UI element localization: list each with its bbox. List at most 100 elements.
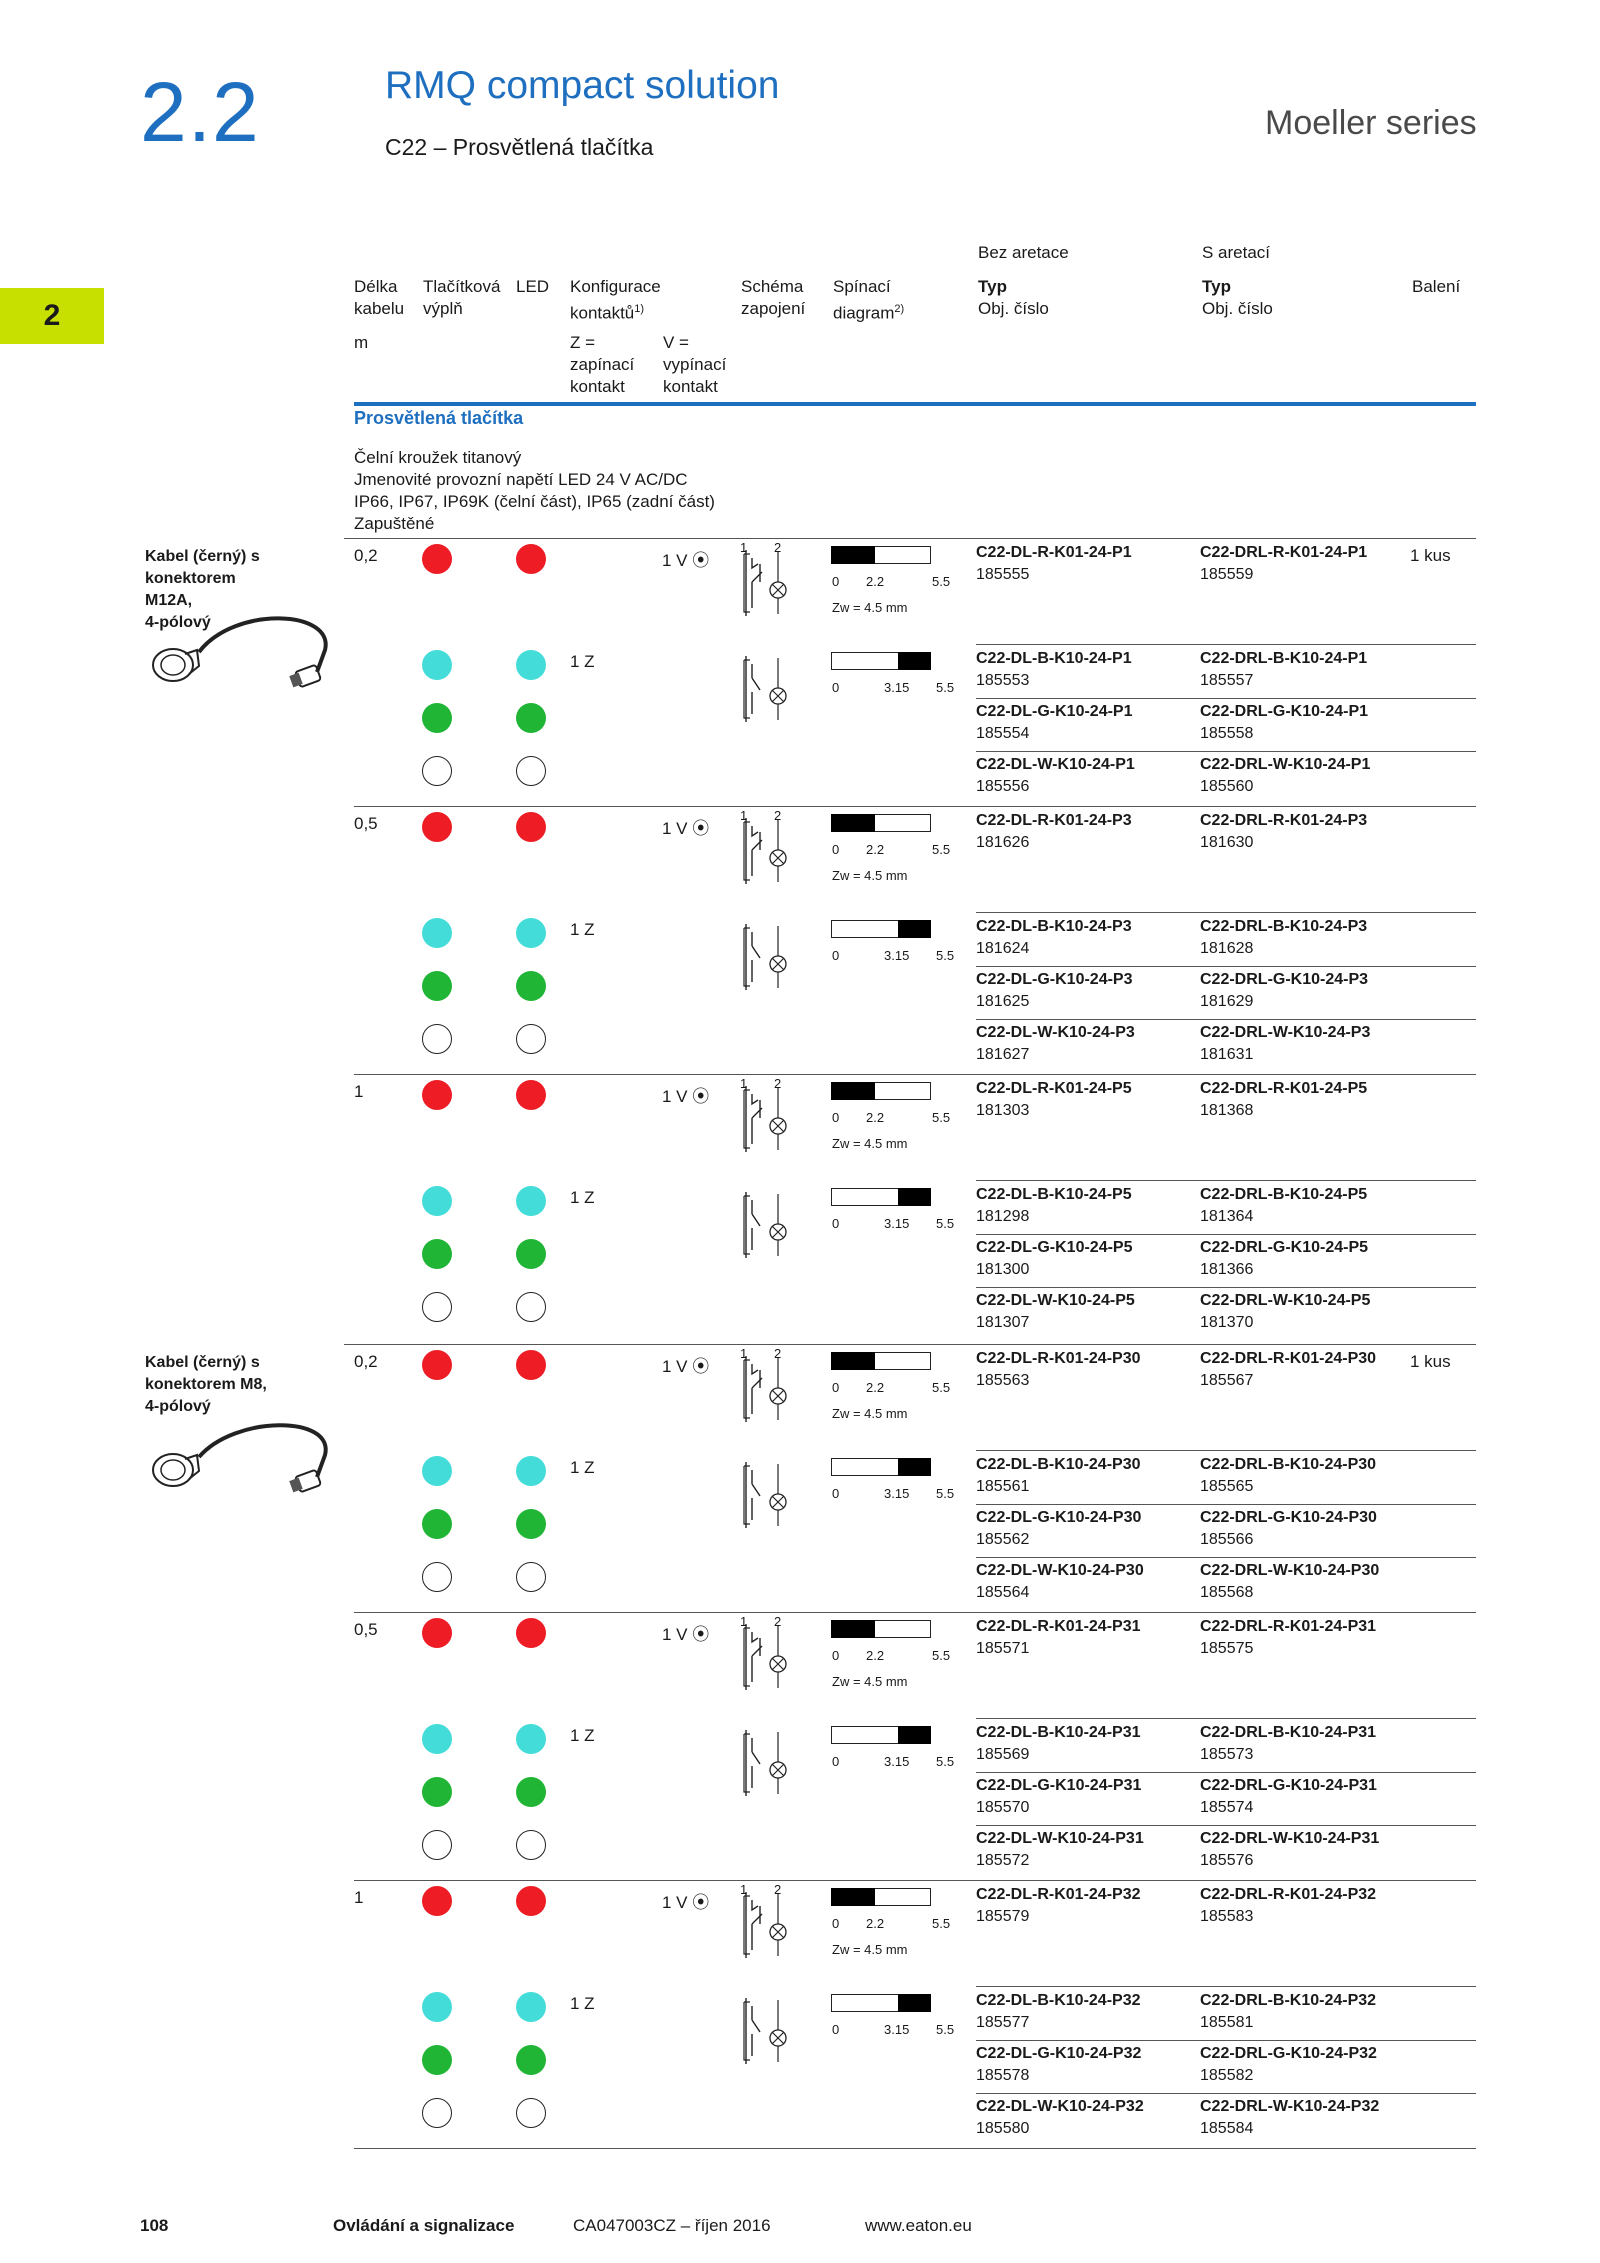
button-fill-blue-swatch xyxy=(422,1186,452,1216)
switching-diagram-closed xyxy=(898,1458,931,1476)
diagram-mid: 3.15 xyxy=(884,1486,910,1501)
type-no-latch: C22-DL-G-K10-24-P30 xyxy=(976,1509,1142,1526)
diagram-zero: 0 xyxy=(832,2022,840,2037)
type-no-latch: C22-DL-B-K10-24-P5 xyxy=(976,1186,1132,1203)
order-no-latch: 185580 xyxy=(976,2120,1030,2137)
order-latch: 181370 xyxy=(1200,1314,1254,1331)
order-no-latch: 185556 xyxy=(976,778,1030,795)
order-latch: 181364 xyxy=(1200,1208,1254,1225)
chapter-side-tab[interactable]: 2 xyxy=(0,288,104,344)
nc-wiring-schematic xyxy=(743,1086,787,1152)
terminal-1: 1 xyxy=(740,1882,748,1897)
diagram-end: 5.5 xyxy=(936,2022,955,2037)
row-separator xyxy=(976,1986,1476,1987)
cable-length: 0,2 xyxy=(354,546,378,565)
order-no-latch: 185572 xyxy=(976,1852,1030,1869)
switching-diagram-closed xyxy=(898,1726,931,1744)
switching-diagram-closed xyxy=(831,1888,875,1906)
col-bez-aretace: Bez aretace xyxy=(978,243,1069,262)
order-latch: 185559 xyxy=(1200,566,1254,583)
button-fill-red-swatch xyxy=(422,1080,452,1110)
switching-diagram-closed xyxy=(898,1994,931,2012)
order-no-latch: 185579 xyxy=(976,1908,1030,1925)
led-green-swatch xyxy=(516,1777,546,1807)
nc-wiring-schematic xyxy=(743,550,787,616)
no-wiring-schematic xyxy=(743,1192,787,1258)
button-fill-blue-swatch xyxy=(422,1992,452,2022)
row-separator xyxy=(976,698,1476,699)
switching-diagram-closed xyxy=(831,1082,875,1100)
led-red-swatch xyxy=(516,1618,546,1648)
diagram-zw: Zw = 4.5 mm xyxy=(832,600,908,615)
diagram-zw: Zw = 4.5 mm xyxy=(832,868,908,883)
footer-catalog: CA047003CZ – říjen 2016 xyxy=(573,2216,771,2235)
order-latch: 185575 xyxy=(1200,1640,1254,1657)
type-latch: C22-DRL-R-K01-24-P3 xyxy=(1200,812,1368,829)
footer-url[interactable]: www.eaton.eu xyxy=(865,2216,972,2235)
contact-config: 1 V ⦿ xyxy=(662,1893,710,1912)
type-latch: C22-DRL-R-K01-24-P32 xyxy=(1200,1886,1377,1903)
row-separator xyxy=(976,1772,1476,1773)
led-green-swatch xyxy=(516,1239,546,1269)
type-latch: C22-DRL-R-K01-24-P5 xyxy=(1200,1080,1368,1097)
contact-config: 1 V ⦿ xyxy=(662,551,710,570)
diagram-end: 5.5 xyxy=(936,680,955,695)
order-no-latch: 185563 xyxy=(976,1372,1030,1389)
footer-page-number: 108 xyxy=(140,2216,169,2235)
button-fill-green-swatch xyxy=(422,2045,452,2075)
button-fill-green-swatch xyxy=(422,971,452,1001)
contact-config: 1 Z xyxy=(570,1458,595,1477)
led-red-swatch xyxy=(516,1080,546,1110)
type-latch: C22-DRL-B-K10-24-P31 xyxy=(1200,1724,1377,1741)
row-separator xyxy=(976,912,1476,913)
type-no-latch: C22-DL-W-K10-24-P5 xyxy=(976,1292,1135,1309)
type-latch: C22-DRL-R-K01-24-P31 xyxy=(1200,1618,1377,1635)
type-no-latch: C22-DL-R-K01-24-P30 xyxy=(976,1350,1141,1367)
order-latch: 181366 xyxy=(1200,1261,1254,1278)
group-separator xyxy=(354,1074,1476,1075)
type-no-latch: C22-DL-B-K10-24-P30 xyxy=(976,1456,1141,1473)
terminal-2: 2 xyxy=(774,1076,782,1091)
contact-config: 1 Z xyxy=(570,652,595,671)
order-latch: 181631 xyxy=(1200,1046,1254,1063)
type-no-latch: C22-DL-B-K10-24-P32 xyxy=(976,1992,1141,2009)
terminal-1: 1 xyxy=(740,1346,748,1361)
diagram-mid: 3.15 xyxy=(884,1754,910,1769)
col-led: LED xyxy=(516,277,550,296)
switching-diagram-closed xyxy=(831,546,875,564)
order-latch: 185560 xyxy=(1200,778,1254,795)
row-separator xyxy=(976,1287,1476,1288)
button-fill-red-swatch xyxy=(422,812,452,842)
order-no-latch: 185553 xyxy=(976,672,1030,689)
diagram-mid: 3.15 xyxy=(884,948,910,963)
diagram-end: 5.5 xyxy=(932,1916,951,1931)
order-no-latch: 185569 xyxy=(976,1746,1030,1763)
row-separator xyxy=(976,1504,1476,1505)
nc-wiring-schematic xyxy=(743,1892,787,1958)
order-no-latch: 185564 xyxy=(976,1584,1030,1601)
terminal-2: 2 xyxy=(774,1346,782,1361)
type-no-latch: C22-DL-G-K10-24-P5 xyxy=(976,1239,1133,1256)
type-no-latch: C22-DL-B-K10-24-P3 xyxy=(976,918,1132,935)
order-latch: 185581 xyxy=(1200,2014,1254,2031)
order-no-latch: 181300 xyxy=(976,1261,1030,1278)
col-s-aretaci: S aretací xyxy=(1202,243,1271,262)
table-bottom-rule xyxy=(354,2148,1476,2149)
diagram-zero: 0 xyxy=(832,1380,840,1395)
order-latch: 185583 xyxy=(1200,1908,1254,1925)
contact-config: 1 V ⦿ xyxy=(662,1357,710,1376)
order-no-latch: 181625 xyxy=(976,993,1030,1010)
terminal-2: 2 xyxy=(774,1614,782,1629)
order-no-latch: 185571 xyxy=(976,1640,1030,1657)
type-no-latch: C22-DL-R-K01-24-P3 xyxy=(976,812,1132,829)
button-fill-blue-swatch xyxy=(422,1724,452,1754)
button-fill-green-swatch xyxy=(422,703,452,733)
button-fill-blue-swatch xyxy=(422,918,452,948)
order-latch: 181628 xyxy=(1200,940,1254,957)
led-blue-swatch xyxy=(516,1186,546,1216)
